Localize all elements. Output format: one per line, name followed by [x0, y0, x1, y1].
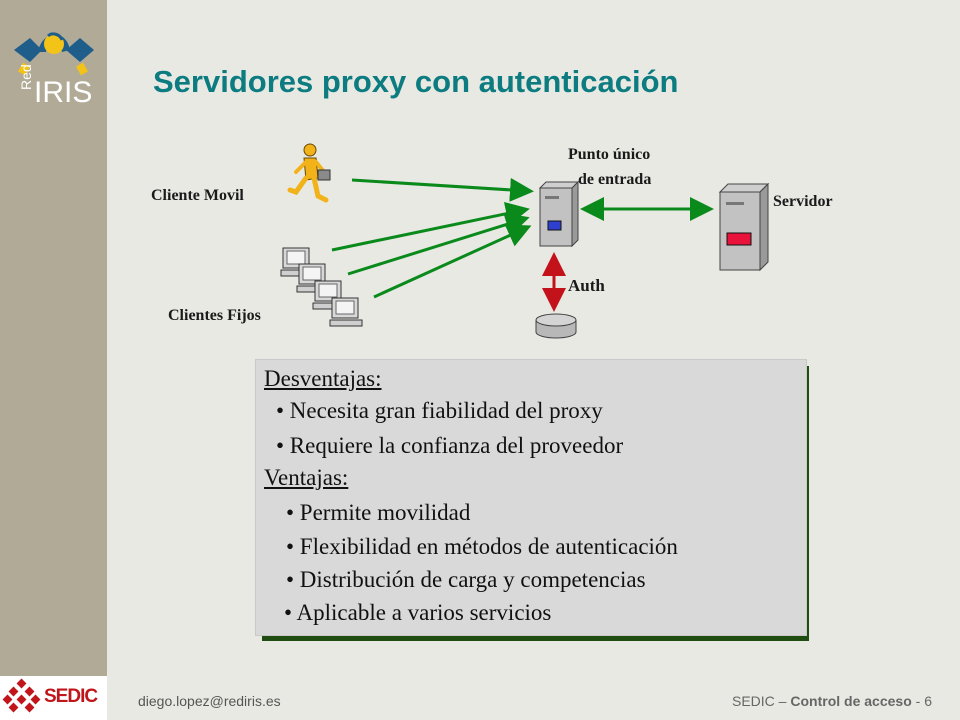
arrow-mobile-to-proxy	[351, 177, 534, 202]
server-icon	[718, 182, 770, 272]
server-label: Servidor	[773, 193, 833, 210]
page-title: Servidores proxy con autenticación	[153, 64, 679, 99]
footer-page-separator: -	[911, 693, 925, 709]
running-person-icon	[287, 143, 331, 203]
arrow-client1-to-proxy	[331, 201, 530, 252]
sidebar: Red IRIS SEDIC	[0, 0, 107, 720]
mobile-client-label: Cliente Movil	[151, 187, 244, 204]
iris-label: IRIS	[34, 76, 93, 109]
entry-point-label-line1: Punto único	[568, 146, 651, 163]
arrow-client2-to-proxy	[347, 212, 530, 276]
rediris-logo: Red IRIS	[8, 22, 100, 122]
panel-bullet: • Distribución de carga y competencias	[286, 567, 646, 592]
sedic-grid-icon	[2, 678, 41, 713]
panel-bullet: • Necesita gran fiabilidad del proxy	[276, 398, 603, 423]
panel-bullet: • Flexibilidad en métodos de autenticaci…	[286, 534, 678, 559]
fixed-clients-label: Clientes Fijos	[168, 307, 261, 324]
rediris-logo-icon	[14, 32, 94, 76]
footer-page-number: 6	[924, 693, 932, 709]
panel-bullet: • Requiere la confianza del proveedor	[276, 433, 624, 458]
sedic-logo: SEDIC	[0, 676, 107, 720]
panel-bullet: • Permite movilidad	[286, 500, 471, 525]
footer-event: SEDIC	[732, 693, 775, 709]
footer-section: Control de acceso	[790, 693, 912, 709]
panel-heading: Desventajas:	[264, 366, 382, 391]
auth-label: Auth	[568, 276, 605, 295]
sedic-logo-text: SEDIC	[44, 686, 98, 707]
proxy-server-icon	[538, 180, 580, 248]
arrow-client3-to-proxy	[373, 224, 532, 299]
desktop-computers-icon	[280, 247, 363, 327]
footer-separator: –	[774, 693, 791, 709]
entry-point-label-line2: de entrada	[578, 171, 652, 188]
panel-heading: Ventajas:	[264, 465, 349, 490]
footer-email: diego.lopez@rediris.es	[138, 693, 281, 709]
panel-bullet: • Aplicable a varios servicios	[284, 600, 552, 625]
pros-cons-panel: Desventajas: • Necesita gran fiabilidad d…	[255, 359, 807, 636]
database-icon	[535, 313, 577, 339]
footer-slide-info: SEDIC – Control de acceso - 6	[732, 693, 932, 709]
